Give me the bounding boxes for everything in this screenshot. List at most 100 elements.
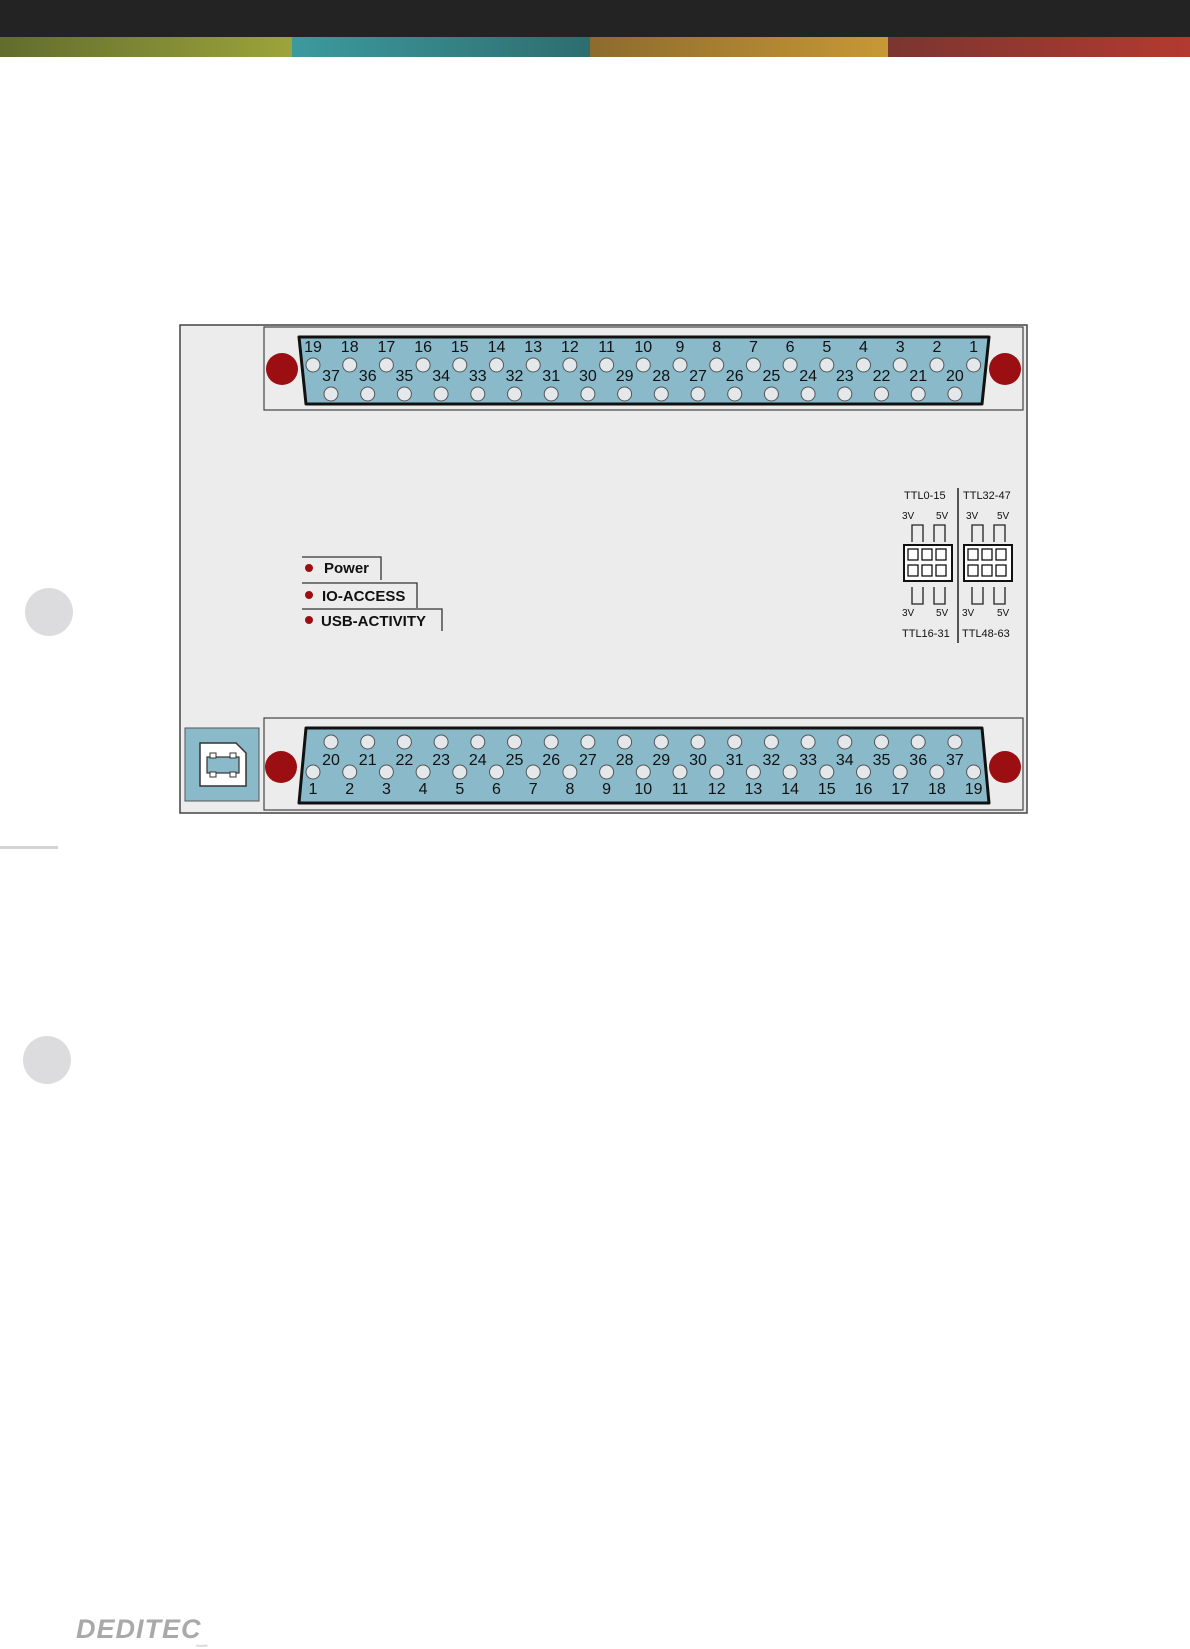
top-pin-29: [617, 386, 633, 402]
bottom-pin-1: [305, 764, 321, 780]
jumper-pin: [995, 548, 1007, 561]
top-pin-1: [966, 357, 982, 373]
bottom-pin-label-36: 36: [909, 752, 927, 769]
bottom-pin-label-23: 23: [432, 752, 450, 769]
top-pin-label-17: 17: [378, 339, 396, 356]
bottom-pin-label-30: 30: [689, 752, 707, 769]
bottom-pin-18: [929, 764, 945, 780]
jumper-pin: [907, 548, 919, 561]
bottom-pin-label-1: 1: [309, 781, 318, 798]
led-indicators: Power IO-ACCESS USB-ACTIVITY: [302, 556, 443, 631]
top-pin-label-5: 5: [822, 339, 831, 356]
top-pin-label-26: 26: [726, 368, 744, 385]
bottom-pin-label-35: 35: [873, 752, 891, 769]
bottom-pin-14: [782, 764, 798, 780]
jumper-pin: [967, 564, 979, 577]
top-pin-6: [782, 357, 798, 373]
top-pin-label-22: 22: [873, 368, 891, 385]
top-pin-12: [562, 357, 578, 373]
bottom-pin-12: [709, 764, 725, 780]
bottom-pin-20: [323, 734, 339, 750]
led-label-io-access: IO-ACCESS: [322, 588, 405, 605]
bottom-pin-label-2: 2: [345, 781, 354, 798]
top-pin-label-1: 1: [969, 339, 978, 356]
top-pin-label-3: 3: [896, 339, 905, 356]
bottom-pin-label-4: 4: [419, 781, 428, 798]
jumper-pin: [907, 564, 919, 577]
bottom-pin-label-31: 31: [726, 752, 744, 769]
top-pin-label-10: 10: [634, 339, 652, 356]
top-pin-16: [415, 357, 431, 373]
top-pin-22: [874, 386, 889, 402]
top-pin-label-27: 27: [689, 368, 707, 385]
stripe-teal: [292, 37, 590, 57]
stripe-red: [888, 37, 1190, 57]
bottom-pin-label-12: 12: [708, 781, 726, 798]
top-pin-28: [653, 386, 669, 402]
top-pin-31: [543, 386, 559, 402]
top-pin-label-6: 6: [786, 339, 795, 356]
bottom-pin-label-26: 26: [542, 752, 560, 769]
bottom-pin-11: [672, 764, 688, 780]
usb-b-icon: [199, 742, 247, 787]
top-pin-label-21: 21: [909, 368, 927, 385]
bottom-pin-label-24: 24: [469, 752, 487, 769]
top-pin-17: [378, 357, 394, 373]
bottom-pin-label-22: 22: [396, 752, 414, 769]
bottom-pin-32: [763, 734, 779, 750]
side-rule: [0, 846, 58, 849]
top-pin-label-31: 31: [542, 368, 560, 385]
top-pin-label-9: 9: [676, 339, 685, 356]
led-power: [305, 564, 313, 572]
top-pin-9: [672, 357, 688, 373]
bottom-pin-label-21: 21: [359, 752, 377, 769]
stripe-olive: [0, 37, 292, 57]
bottom-pin-37: [947, 734, 963, 750]
jumper-label-ttl0-15: TTL0-15: [904, 490, 946, 502]
bottom-pin-3: [378, 764, 394, 780]
bottom-pin-label-15: 15: [818, 781, 836, 798]
jumper-5v-label: 5V: [997, 608, 1010, 619]
jumper-5v-label: 5V: [936, 511, 949, 522]
top-pin-label-20: 20: [946, 368, 964, 385]
bottom-pin-2: [342, 764, 358, 780]
top-pin-11: [599, 357, 615, 373]
bottom-pin-5: [452, 764, 468, 780]
bottom-pin-28: [617, 734, 633, 750]
bottom-pin-label-29: 29: [652, 752, 670, 769]
bottom-pin-27: [580, 734, 596, 750]
top-pin-label-29: 29: [616, 368, 634, 385]
top-pin-7: [745, 357, 761, 373]
led-label-power: Power: [324, 560, 369, 577]
top-pin-label-28: 28: [652, 368, 670, 385]
jumper-5v-label: 5V: [997, 511, 1010, 522]
bottom-pin-10: [635, 764, 651, 780]
top-header-bar: [0, 0, 1190, 37]
jumper-pin: [921, 548, 933, 561]
top-pin-18: [342, 357, 358, 373]
top-pin-35: [396, 386, 412, 402]
bottom-pin-22: [396, 734, 412, 750]
bottom-pin-26: [543, 734, 559, 750]
color-stripe-bar: [0, 37, 1190, 57]
top-pin-37: [323, 386, 339, 402]
logo-subtext: GmbH: [196, 1643, 208, 1648]
bottom-pin-label-32: 32: [763, 752, 781, 769]
stripe-ochre: [590, 37, 888, 57]
bottom-pin-7: [525, 764, 541, 780]
bottom-pin-label-28: 28: [616, 752, 634, 769]
bottom-pin-4: [415, 764, 431, 780]
top-pin-26: [727, 386, 743, 402]
top-pin-label-18: 18: [341, 339, 359, 356]
bottom-pin-label-5: 5: [455, 781, 464, 798]
top-pin-13: [525, 357, 541, 373]
jumper-pin: [981, 548, 993, 561]
bottom-pin-label-19: 19: [965, 781, 983, 798]
top-pin-label-24: 24: [799, 368, 817, 385]
top-pin-36: [360, 386, 376, 402]
jumper-3v-label: 3V: [902, 608, 915, 619]
top-pin-10: [635, 357, 651, 373]
